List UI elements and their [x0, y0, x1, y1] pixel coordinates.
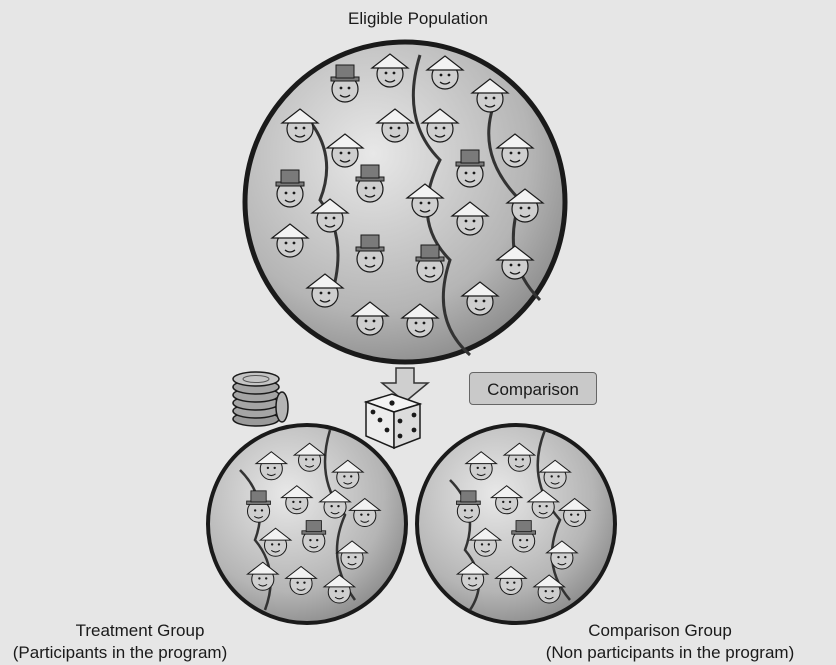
comparison-group-subtitle: (Non participants in the program) [545, 643, 795, 662]
eligible-population-globe [242, 39, 568, 365]
comparison-box: Comparison [469, 372, 597, 405]
coin-stack-icon [232, 371, 289, 427]
population-title: Eligible Population [348, 9, 488, 28]
dice-icon [363, 393, 423, 450]
down-arrow-icon [379, 367, 431, 403]
treatment-group-title: Treatment Group [75, 621, 205, 640]
comparison-group-title: Comparison Group [588, 621, 732, 640]
treatment-group-globe [206, 423, 408, 625]
treatment-group-subtitle: (Participants in the program) [12, 643, 228, 662]
comparison-group-globe [415, 423, 617, 625]
